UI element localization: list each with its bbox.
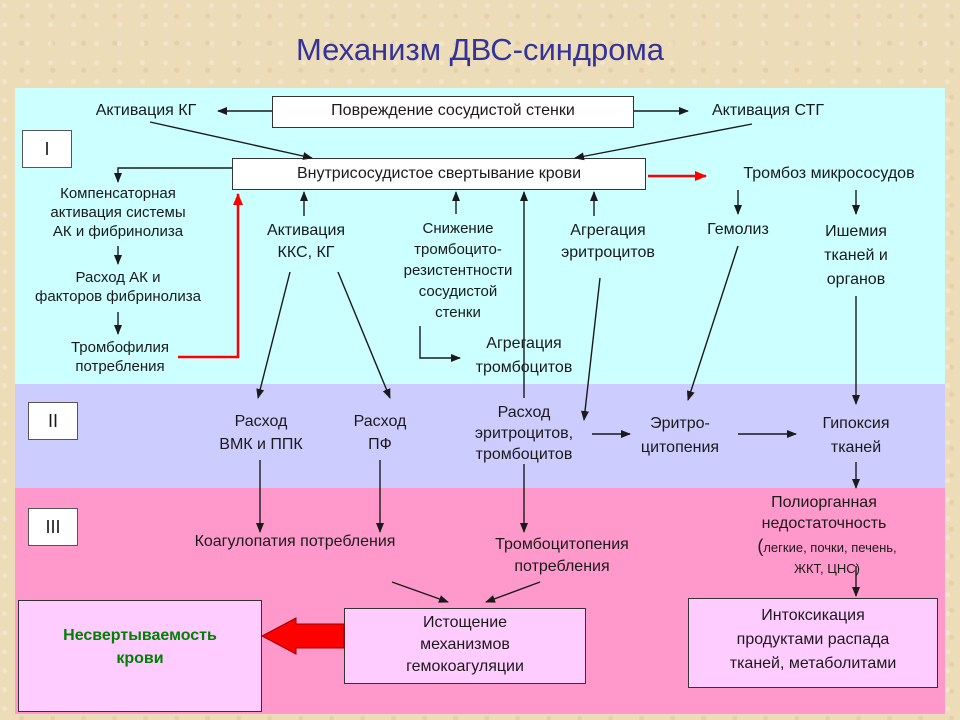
diagram-title: Механизм ДВС-синдрома <box>295 32 665 67</box>
non-clotting-box <box>18 600 262 712</box>
arrow-resistance-platelets <box>419 326 461 362</box>
hemolysis-node: Гемолиз <box>707 221 769 238</box>
arrow-thrombophilia-intravascular <box>178 193 243 359</box>
intoxication-box <box>688 598 938 688</box>
kg-activation-node: Активация КГ <box>95 102 197 119</box>
arrow-kks-pf <box>337 271 391 399</box>
arrow-erythroagg-cells <box>581 277 601 421</box>
arrow-hemolysis-erythropenia <box>686 245 739 401</box>
multiorgan-note: (легкие, почки, печень, ЖКТ, ЦНС) <box>757 536 897 576</box>
erythropenia-node: Эритро-цитопения <box>640 415 720 456</box>
injury-node: Повреждение сосудистой стенки <box>331 102 575 119</box>
arrow-exhaustion-nonclotting <box>260 617 345 655</box>
microthrombosis-node: Тромбоз микрососудов <box>743 165 915 182</box>
stg-activation-node: Активация СТГ <box>711 102 824 119</box>
stage-1-band <box>15 88 945 384</box>
exhaustion-box <box>344 608 586 684</box>
injury-box <box>272 96 634 128</box>
stage-2-label: II <box>28 402 78 440</box>
coagulopathy-node: Коагулопатия потребления <box>194 533 396 550</box>
intravascular-box <box>232 158 646 190</box>
stage-1-label: I <box>22 130 72 168</box>
stage-3-label: III <box>28 508 78 546</box>
intravascular-node: Внутрисосудистое свертывание крови <box>296 165 582 182</box>
arrow-thrombocytopenia-exhaustion <box>485 581 541 603</box>
arrow-coagulopathy-exhaustion <box>391 581 449 603</box>
arrow-kg-intravascular <box>149 121 313 160</box>
arrow-stg-intravascular <box>574 123 753 161</box>
arrow-intravascular-compensatory <box>114 167 232 183</box>
arrow-kks-vmk <box>256 271 291 399</box>
